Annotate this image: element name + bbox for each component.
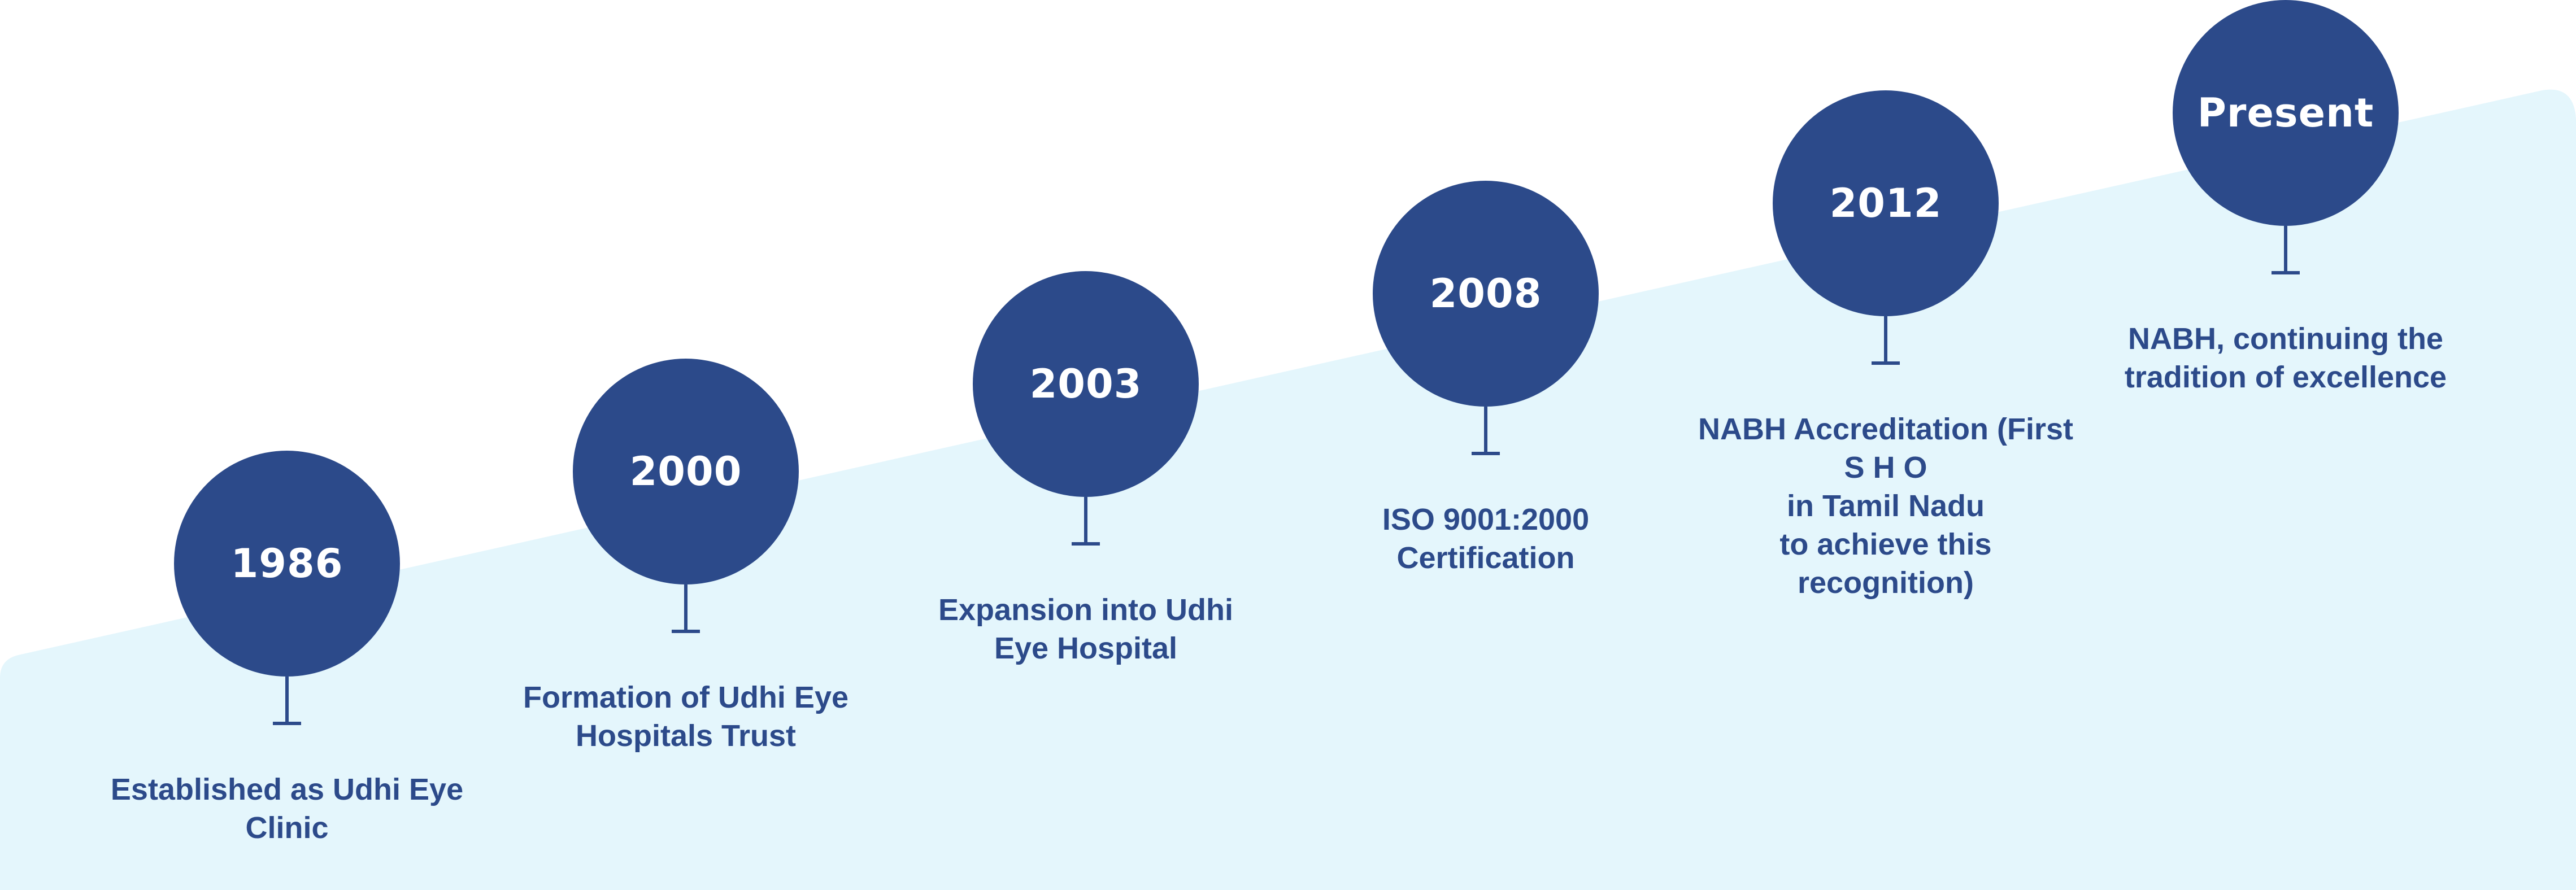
milestone-caption: NABH Accreditation (First S H O in Tamil…	[1698, 412, 2074, 600]
milestone-foot	[1872, 361, 1900, 365]
milestone-stem	[684, 584, 687, 630]
milestone-2003: 2003 Expansion into Udhi Eye Hospital	[888, 271, 1283, 668]
milestone-stem	[1484, 407, 1487, 452]
milestone-1986: 1986 Established as Udhi Eye Clinic	[89, 451, 485, 847]
year-label: 2008	[1429, 271, 1542, 317]
milestone-foot	[1072, 542, 1100, 546]
year-circle: Present	[2173, 0, 2399, 226]
year-circle: 2000	[573, 359, 799, 584]
year-circle: 2012	[1773, 90, 1999, 316]
milestone-foot	[1472, 452, 1500, 455]
milestone-stem	[2284, 226, 2287, 271]
milestone-caption: Established as Udhi Eye Clinic	[110, 773, 464, 845]
year-label: 2000	[629, 448, 742, 495]
milestone-foot	[672, 630, 700, 633]
year-circle: 1986	[174, 451, 400, 677]
year-label: 2012	[1829, 180, 1942, 226]
year-label: 1986	[230, 540, 343, 587]
year-label: 2003	[1029, 361, 1142, 407]
milestone-caption: Formation of Udhi Eye Hospitals Trust	[523, 680, 849, 753]
milestone-2008: 2008 ISO 9001:2000 Certification	[1288, 181, 1683, 577]
milestone-stem	[1084, 497, 1087, 542]
year-circle: 2008	[1373, 181, 1599, 407]
milestone-stem	[1884, 316, 1887, 361]
milestone-present: Present NABH, continuing the tradition o…	[2088, 0, 2483, 396]
milestone-2000: 2000 Formation of Udhi Eye Hospitals Tru…	[488, 359, 884, 755]
milestone-2012: 2012 NABH Accreditation (First S H O in …	[1688, 90, 2083, 602]
milestone-foot	[273, 722, 301, 725]
milestone-caption: NABH, continuing the tradition of excell…	[2124, 322, 2447, 394]
milestone-caption: ISO 9001:2000 Certification	[1382, 503, 1590, 575]
year-circle: 2003	[973, 271, 1199, 497]
milestone-caption: Expansion into Udhi Eye Hospital	[938, 593, 1233, 665]
milestone-foot	[2272, 271, 2300, 274]
milestone-stem	[285, 677, 289, 722]
year-label: Present	[2197, 90, 2374, 136]
